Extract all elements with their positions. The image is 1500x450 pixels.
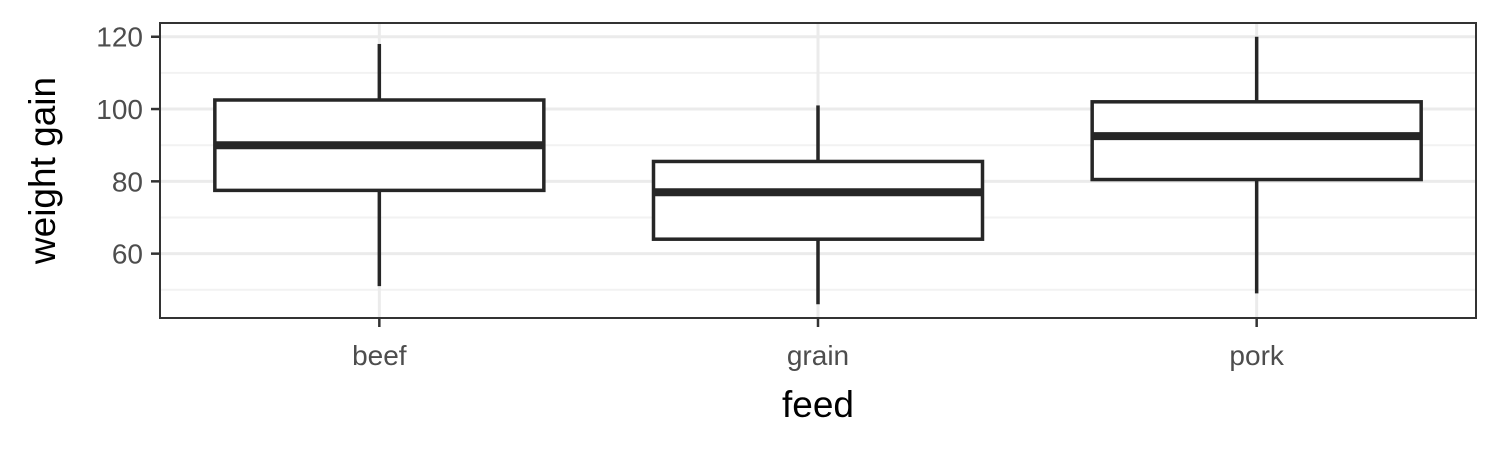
y-tick-label: 100 xyxy=(96,94,143,125)
y-tick-label: 80 xyxy=(112,166,143,197)
box-grain xyxy=(651,105,985,305)
x-tick-label: pork xyxy=(1229,340,1284,371)
x-tick-label: grain xyxy=(787,340,849,371)
box-iqr xyxy=(651,159,985,241)
box-beef xyxy=(213,43,546,287)
box-iqr xyxy=(1090,100,1423,182)
box-pork xyxy=(1090,36,1423,294)
y-tick-label: 60 xyxy=(112,239,143,270)
x-tick-label: beef xyxy=(352,340,407,371)
y-tick-label: 120 xyxy=(96,22,143,53)
x-axis-title: feed xyxy=(782,384,854,425)
x-axis: beef grain pork xyxy=(352,318,1285,371)
y-axis-title: weight gain xyxy=(22,77,63,265)
y-axis: 60 80 100 120 xyxy=(96,22,160,270)
boxplot-series xyxy=(213,36,1423,305)
